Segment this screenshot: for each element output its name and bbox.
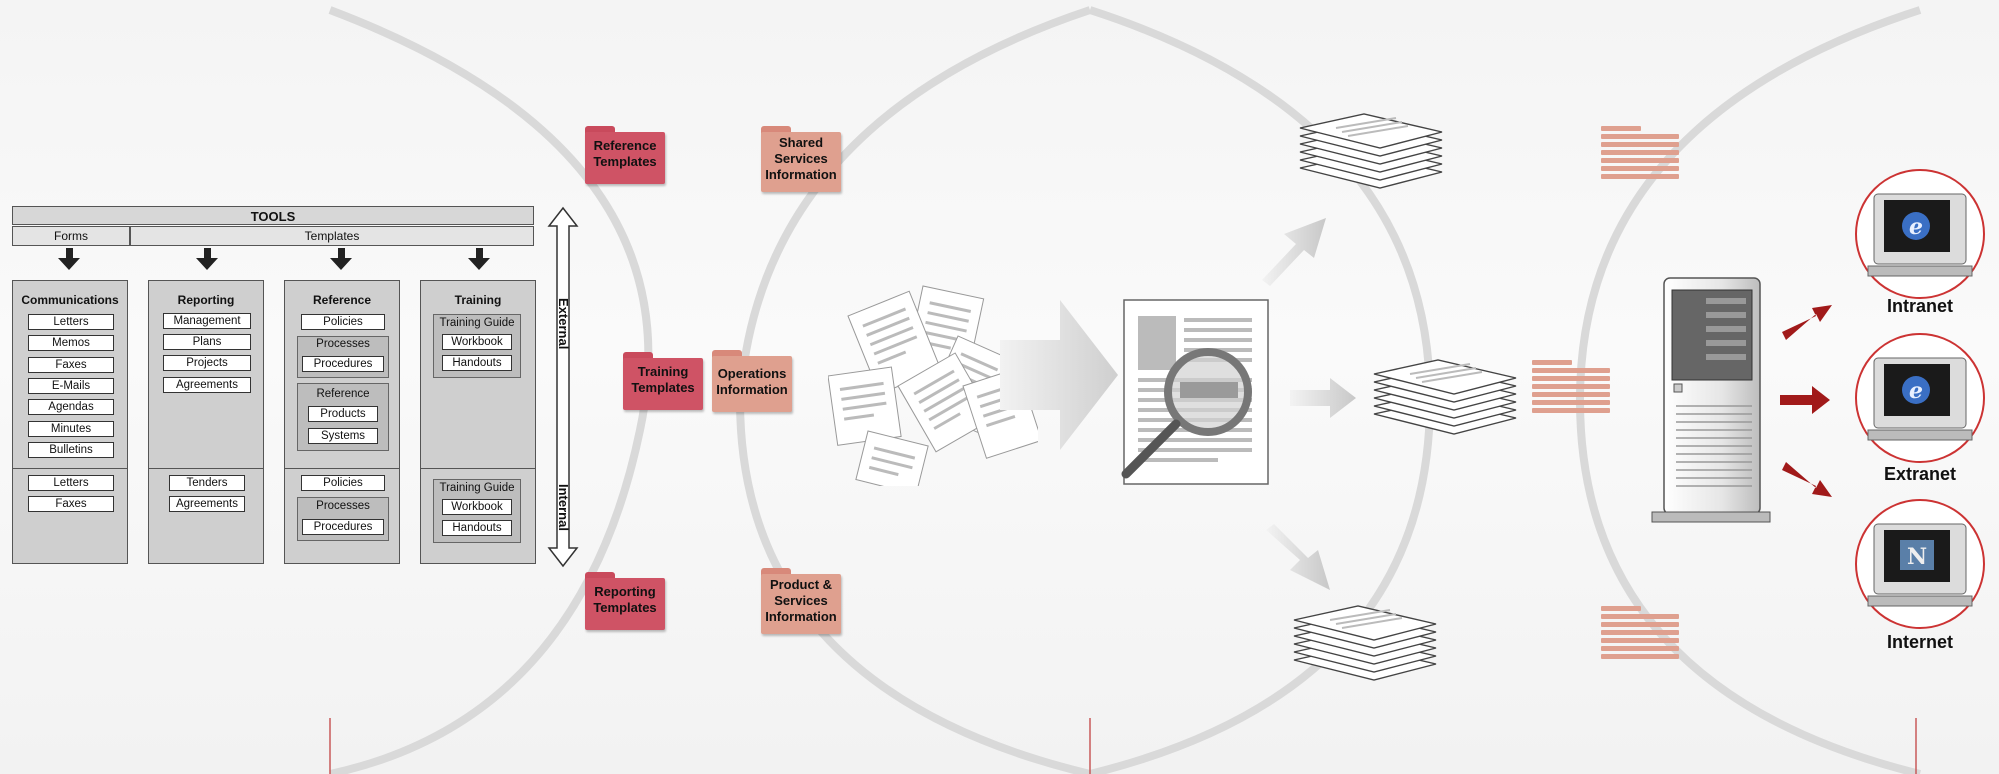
folder-stack-icon (1601, 606, 1679, 662)
cell: Workbook (442, 499, 512, 515)
cell: Management (163, 313, 251, 329)
ie-monitor-icon: e (1855, 333, 1985, 463)
forms-header: Forms (12, 226, 130, 246)
column-title: Reporting (177, 293, 235, 307)
cell: Projects (163, 355, 251, 371)
folder-label: Reference (593, 138, 657, 153)
cell: Plans (163, 334, 251, 350)
communications-column: Communications Letters Memos Faxes E-Mai… (12, 280, 128, 564)
folder-stack-icon (1532, 360, 1610, 416)
cell: Tenders (169, 475, 245, 491)
cell: Procedures (302, 519, 384, 535)
processes-group: Processes Procedures (297, 336, 389, 378)
cell: Products (308, 406, 378, 422)
cell: Letters (28, 314, 114, 330)
netscape-monitor-icon: N (1855, 499, 1985, 629)
arrow-to-extranet-icon (1780, 386, 1830, 414)
cell: Policies (301, 314, 385, 330)
training-column: Training Training Guide Workbook Handout… (420, 280, 536, 564)
server-tower-icon (1651, 277, 1771, 523)
svg-text:e: e (1909, 214, 1923, 240)
column-title: Training (454, 293, 502, 307)
cell: Policies (301, 475, 385, 491)
external-internal-divider (285, 468, 399, 469)
ie-monitor-icon: e (1855, 169, 1985, 299)
paper-stack-icon (1299, 113, 1443, 189)
cell: Agendas (28, 399, 114, 415)
tools-header: TOOLS (12, 206, 534, 225)
external-internal-divider (421, 468, 535, 469)
cell: Faxes (28, 496, 114, 512)
cell: Letters (28, 475, 114, 491)
cell: Minutes (28, 421, 114, 437)
arrow-to-intranet-icon (1782, 305, 1832, 340)
group-label: Training Guide (439, 317, 515, 329)
column-title: Reference (312, 293, 372, 307)
folder-label: Information (765, 167, 837, 182)
cell: Memos (28, 335, 114, 351)
group-label: Processes (316, 338, 370, 350)
group-label: Training Guide (439, 482, 515, 494)
cell: E-Mails (28, 378, 114, 394)
folder-label: Product & (769, 577, 833, 592)
cell: Workbook (442, 334, 512, 350)
external-internal-arrow-icon (547, 206, 579, 568)
group-label: Reference (316, 388, 370, 400)
training-guide-group: Training Guide Workbook Handouts (433, 479, 521, 543)
down-arrow-icon (468, 248, 490, 270)
folder-label: Information (716, 382, 788, 397)
training-guide-group: Training Guide Workbook Handouts (433, 314, 521, 378)
external-internal-divider (149, 468, 263, 469)
paper-stack-icon (1293, 605, 1437, 681)
group-label: Processes (316, 500, 370, 512)
cell: Agreements (163, 377, 251, 393)
folder-label: Information (765, 609, 837, 624)
cell: Agreements (169, 496, 245, 512)
column-title: Communications (21, 293, 119, 307)
processes-group: Processes Procedures (297, 497, 389, 541)
folder-label: Reporting (594, 584, 656, 599)
down-arrow-icon (196, 248, 218, 270)
reporting-column: Reporting Management Plans Projects Agre… (148, 280, 264, 564)
down-arrow-icon (58, 248, 80, 270)
svg-text:N: N (1907, 544, 1927, 570)
folder-label: Services (774, 151, 828, 166)
cell: Handouts (442, 355, 512, 371)
templates-header: Templates (130, 226, 534, 246)
paper-stack-icon (1373, 359, 1517, 435)
internet-label: Internet (1886, 632, 1953, 652)
magnifier-document-icon (1121, 299, 1269, 485)
external-internal-divider (13, 468, 127, 469)
reference-column: Reference Policies Processes Procedures … (284, 280, 400, 564)
folder-label: Templates (631, 380, 695, 395)
folder-label: Templates (593, 600, 657, 615)
folder-label: Templates (593, 154, 657, 169)
svg-text:e: e (1909, 378, 1923, 404)
cell: Handouts (442, 520, 512, 536)
reference-group: Reference Products Systems (297, 383, 389, 451)
scattered-documents-icon (828, 285, 1038, 486)
folder-label: Services (774, 593, 828, 608)
cell: Systems (308, 428, 378, 444)
cell: Bulletins (28, 442, 114, 458)
arrow-to-internet-icon (1782, 462, 1832, 497)
folder-stack-icon (1601, 126, 1679, 182)
down-arrow-icon (330, 248, 352, 270)
cell: Faxes (28, 357, 114, 373)
folder-label: Training (637, 364, 689, 379)
cell: Procedures (302, 356, 384, 372)
folder-label: Operations (717, 366, 787, 381)
extranet-label: Extranet (1883, 464, 1957, 484)
folder-label: Shared (778, 135, 824, 150)
intranet-label: Intranet (1886, 296, 1953, 316)
flow-arrow-icon (1000, 300, 1118, 450)
